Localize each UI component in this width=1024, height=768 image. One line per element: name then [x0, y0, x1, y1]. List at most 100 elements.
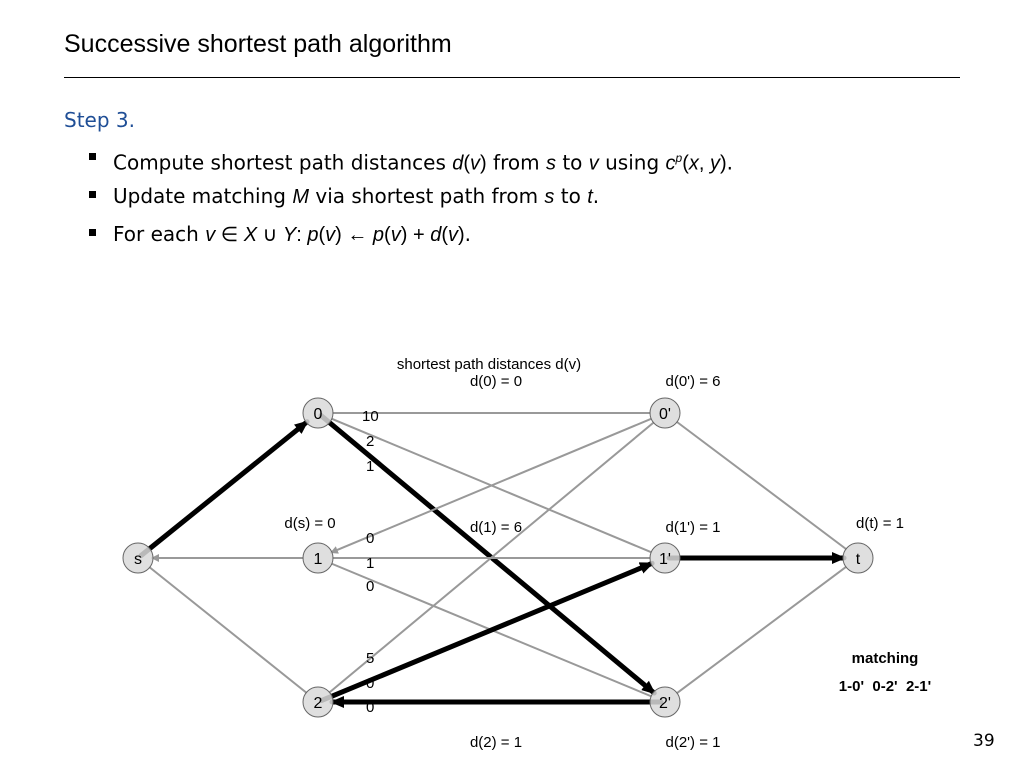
bullet-square-icon — [89, 153, 96, 160]
node-2p: 2' — [649, 686, 681, 718]
bullet-text-part: from — [486, 150, 546, 175]
edge-weight: 0 — [366, 530, 374, 547]
bullet-text-part: p — [372, 224, 385, 246]
edge-s-0 — [138, 419, 310, 558]
bullet-text-part: Compute shortest path distances — [113, 150, 453, 175]
bullet-text-part: v — [390, 224, 401, 246]
bullet-text-part: : — [296, 224, 308, 246]
bullet-text-part: . — [726, 150, 734, 175]
edge-weight: 2 — [366, 433, 374, 450]
edge-2-1p — [319, 560, 655, 703]
node-circle — [302, 686, 334, 718]
bullet-text-part: ∈ — [215, 224, 244, 246]
edge-weights: 10 2 1 0 1 0 5 0 0 — [362, 408, 379, 716]
edge-s-2 — [148, 566, 308, 694]
dist-label-2: d(2) = 1 — [470, 734, 522, 751]
bullet-text-part: Y — [282, 224, 297, 246]
dist-label-s: d(s) = 0 — [284, 515, 335, 532]
node-circle — [122, 542, 154, 574]
bullet-item: For each v ∈ X ∪ Y: p(v) ← p(v) + d(v). — [88, 218, 733, 256]
bullet-text-part: t — [587, 186, 593, 208]
node-label: 1 — [314, 551, 323, 568]
dist-label-1: d(1) = 6 — [470, 519, 522, 536]
node-1p: 1' — [649, 542, 681, 574]
edge-weight: 1 — [366, 458, 374, 475]
bullet-text-part: ) — [335, 224, 342, 246]
bullet-list: Compute shortest path distances d(v) fro… — [88, 142, 733, 256]
bullet-text-part: ) — [720, 152, 727, 175]
node-circle — [649, 686, 681, 718]
matching-pairs: 1-0' 0-2' 2-1' — [839, 678, 931, 695]
bullet-text-part: ) — [457, 224, 465, 246]
bullet-text-part: For each — [113, 222, 206, 246]
step-heading: Step 3. — [64, 108, 135, 132]
edge-0-2p — [318, 413, 657, 696]
edge-weight: 5 — [366, 650, 374, 667]
bullet-text-part: c — [665, 152, 676, 175]
edge-weight: 10 — [362, 408, 379, 425]
bullet-text-part: M — [292, 186, 309, 208]
node-label: 2 — [314, 695, 323, 712]
bullet-item: Update matching M via shortest path from… — [88, 180, 733, 218]
bullet-text-part: s — [545, 152, 556, 175]
bullet-text-part: d — [430, 224, 442, 246]
bullet-text-part: ( — [463, 152, 471, 175]
edge-2p-t — [676, 565, 847, 695]
bullet-text-part: ) — [400, 224, 408, 246]
node-0: 0 — [302, 397, 334, 429]
bullet-text-part: to — [554, 184, 588, 208]
node-2: 2 — [302, 686, 334, 718]
bullet-text-part: s — [544, 186, 555, 208]
bullet-text-part: v — [447, 224, 458, 246]
bullet-text-part: x — [688, 152, 699, 175]
node-label: 0 — [314, 406, 323, 423]
node-circle — [302, 542, 334, 574]
bullet-text-part: ∪ — [257, 224, 283, 246]
dist-label-0p: d(0') = 6 — [666, 373, 721, 390]
bullet-text-part: . — [464, 222, 472, 246]
node-label: s — [134, 551, 142, 568]
dist-label-0: d(0) = 0 — [470, 373, 522, 390]
bullet-text-part: Update matching — [113, 184, 293, 208]
node-label: 2' — [659, 695, 671, 712]
node-circle — [302, 397, 334, 429]
bullet-text-part: ( — [682, 152, 689, 175]
bullet-text-part: ( — [318, 224, 326, 246]
slide-title: Successive shortest path algorithm — [64, 30, 452, 58]
node-t: t — [842, 542, 874, 574]
node-circle — [649, 542, 681, 574]
dist-label-t: d(t) = 1 — [856, 515, 904, 532]
nodes-layer: s 0 1 2 0' 1' 2' t — [122, 397, 874, 718]
bullet-square-icon — [89, 229, 96, 236]
bullet-text-part: p — [307, 224, 319, 246]
dist-label-1p: d(1') = 1 — [666, 519, 721, 536]
node-label: 0' — [659, 406, 671, 423]
node-circle — [649, 397, 681, 429]
edge-weight: 1 — [366, 555, 374, 572]
node-1: 1 — [302, 542, 334, 574]
bullet-text-part: p — [675, 151, 683, 165]
bullet-text-part: X — [243, 224, 258, 246]
bullet-text-part: via shortest path from — [309, 184, 545, 208]
matching-title: matching — [852, 650, 919, 667]
bullet-item: Compute shortest path distances d(v) fro… — [88, 142, 733, 180]
node-label: t — [856, 551, 861, 568]
node-label: 1' — [659, 551, 671, 568]
edge-2-0p — [328, 421, 655, 694]
bullet-text-part: d — [452, 152, 464, 175]
edge-weight: 0 — [366, 699, 374, 716]
bullet-text-part: v — [588, 152, 599, 175]
bullet-text-part: v — [325, 224, 336, 246]
edges-layer — [138, 412, 848, 708]
bullet-text-part: to — [555, 150, 589, 175]
edge-0p-t — [675, 421, 848, 550]
diagram-caption: shortest path distances d(v) — [397, 356, 581, 373]
page-number: 39 — [973, 731, 995, 751]
bullet-text-part: using — [598, 150, 666, 175]
bullet-text-part: ( — [384, 224, 391, 246]
node-circle — [842, 542, 874, 574]
node-s: s — [122, 542, 154, 574]
edge-0p-1 — [329, 417, 653, 554]
bullet-text-part: ← — [341, 224, 373, 246]
